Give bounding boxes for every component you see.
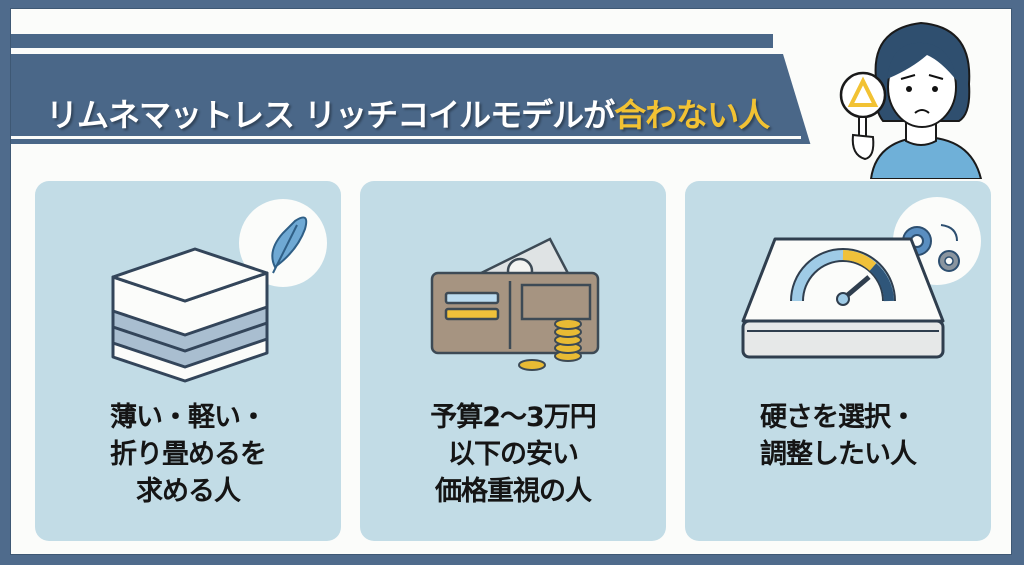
title-banner: リムネマットレス リッチコイルモデルが合わない人 — [11, 34, 811, 144]
banner-shape — [11, 34, 811, 144]
stacked-thin-mattress-with-feather-icon — [111, 199, 327, 383]
caption-line: 求める人 — [136, 476, 241, 507]
card-budget: 予算2～3万円 以下の安い 価格重視の人 — [360, 181, 666, 541]
caption-line: 以下の安い — [448, 439, 579, 470]
title-main: リムネマットレス リッチコイルモデルが — [46, 96, 615, 134]
caption-line: 予算2～3万円 — [430, 402, 597, 433]
page-title: リムネマットレス リッチコイルモデルが合わない人 — [46, 90, 770, 136]
worried-woman-illustration — [831, 9, 1011, 180]
card-caption: 予算2～3万円 以下の安い 価格重視の人 — [360, 399, 666, 510]
infographic-frame: リムネマットレス リッチコイルモデルが合わない人 — [10, 8, 1012, 555]
card-thin-light-foldable: 薄い・軽い・ 折り畳めるを 求める人 — [35, 181, 341, 541]
wallet-with-coins-icon — [430, 237, 600, 371]
caption-line: 硬さを選択・ — [760, 402, 917, 433]
title-highlight: 合わない人 — [614, 96, 770, 134]
card-caption: 硬さを選択・ 調整したい人 — [685, 399, 991, 473]
caption-line: 薄い・軽い・ — [110, 402, 267, 433]
caption-line: 価格重視の人 — [435, 476, 592, 507]
card-firmness-adjust: 硬さを選択・ 調整したい人 — [685, 181, 991, 541]
caption-line: 折り畳めるを — [110, 439, 267, 470]
card-caption: 薄い・軽い・ 折り畳めるを 求める人 — [35, 399, 341, 510]
mattress-firmness-gauge-with-gears-icon — [741, 197, 981, 359]
caption-line: 調整したい人 — [760, 439, 917, 470]
